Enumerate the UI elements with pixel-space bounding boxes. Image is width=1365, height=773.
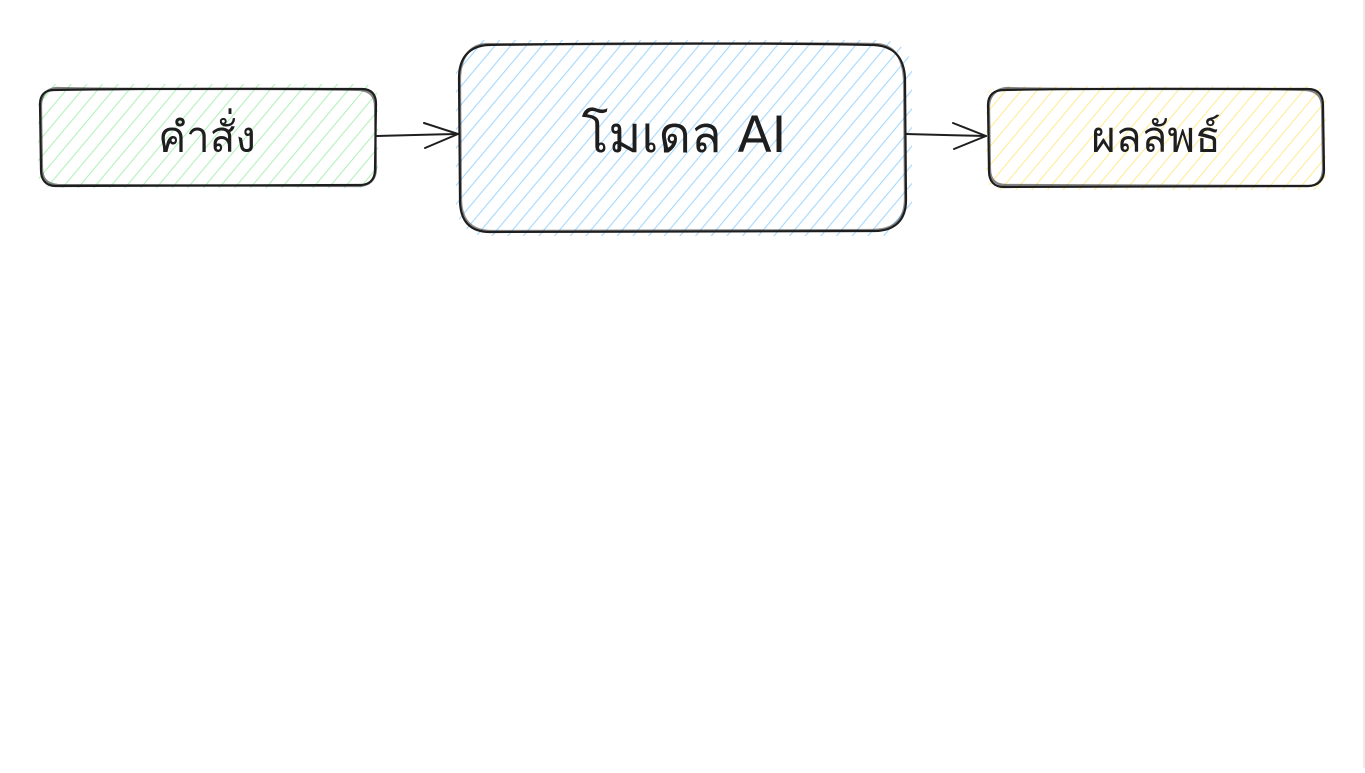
input-node-label: คำสั่ง bbox=[158, 109, 256, 162]
canvas-right-edge bbox=[1363, 0, 1365, 768]
model-node-label: โมเดล AI bbox=[582, 106, 787, 164]
input-node-fill bbox=[38, 84, 378, 188]
arrow-model-to-output bbox=[905, 122, 987, 150]
model-node-outline-sketch bbox=[458, 42, 907, 233]
arrow-input-to-model-shaft bbox=[376, 133, 459, 137]
input-node[interactable]: คำสั่ง bbox=[38, 84, 378, 188]
output-node-label: ผลลัพธ์ bbox=[1091, 113, 1220, 162]
arrow-input-to-model bbox=[376, 122, 459, 149]
output-node-fill bbox=[986, 86, 1326, 190]
output-node[interactable]: ผลลัพธ์ bbox=[986, 86, 1326, 190]
arrow-model-to-output-shaft bbox=[905, 133, 987, 137]
input-node-outline-sketch bbox=[39, 86, 378, 188]
output-node-outline-sketch bbox=[987, 86, 1325, 188]
model-node[interactable]: โมเดล AI bbox=[456, 40, 912, 236]
model-node-fill bbox=[456, 40, 912, 236]
